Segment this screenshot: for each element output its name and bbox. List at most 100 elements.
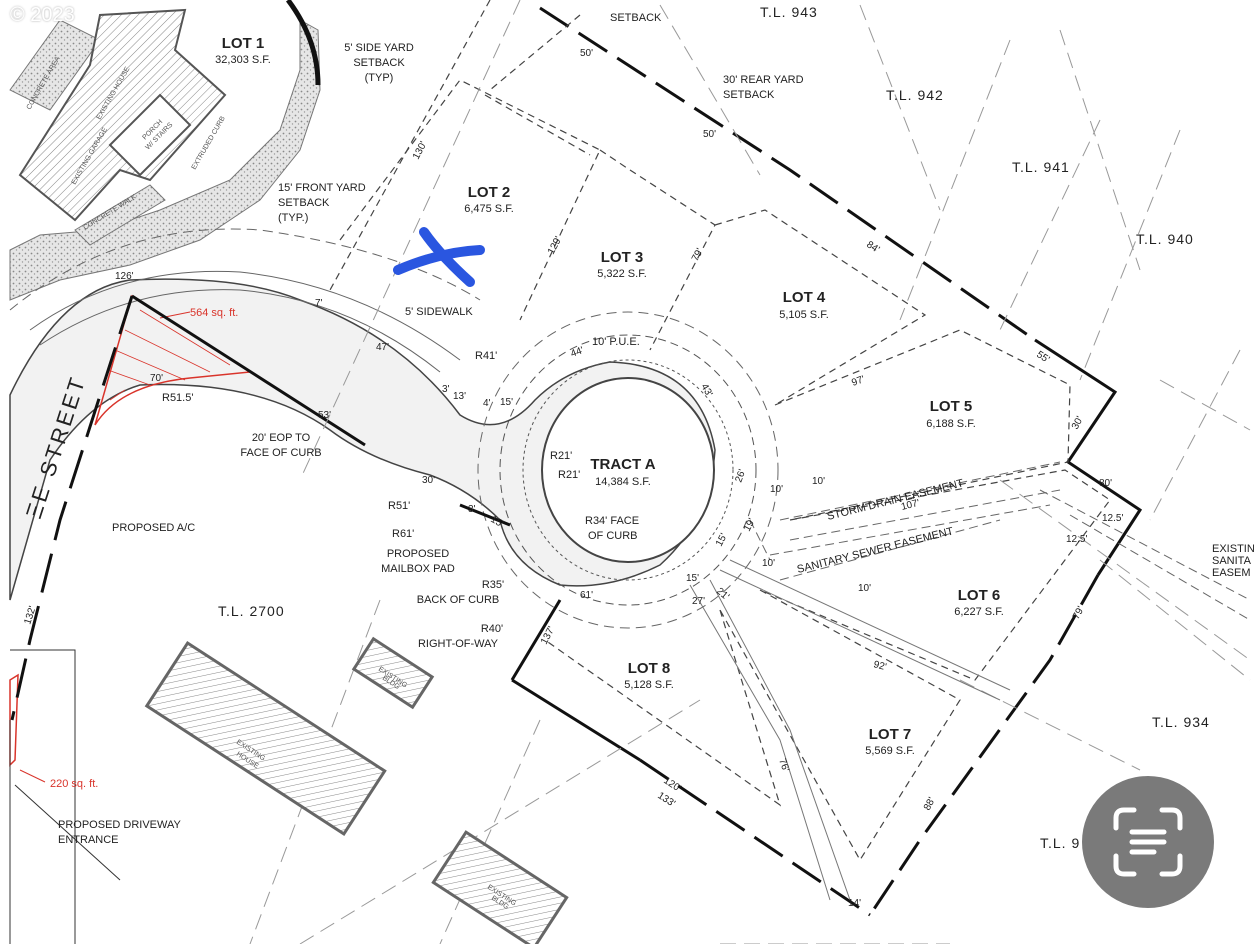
lot1-label: LOT 1 xyxy=(222,35,265,52)
existing-san-l1: EXISTIN xyxy=(1212,543,1255,555)
side-setback-l3: (TYP) xyxy=(365,72,394,84)
proposed-ac-line xyxy=(10,649,76,944)
mailbox-l1: PROPOSED xyxy=(387,548,449,560)
dim-31: 44' xyxy=(569,345,585,360)
dim-3: 129' xyxy=(546,235,564,257)
dim-6: 55' xyxy=(1034,349,1051,365)
lot8-area: 5,128 S.F. xyxy=(624,679,674,691)
existing-bldg-2 xyxy=(431,830,569,944)
lot4-label: LOT 4 xyxy=(783,289,826,306)
eop-l2: FACE OF CURB xyxy=(240,447,321,459)
property-boundary-left xyxy=(131,294,366,447)
side-setback-l2: SETBACK xyxy=(353,57,405,69)
lot5-area: 6,188 S.F. xyxy=(926,418,976,430)
dim-8: 30' xyxy=(1070,415,1086,432)
scan-text-button[interactable] xyxy=(1082,776,1214,908)
scan-text-icon xyxy=(1113,807,1183,877)
tract-a-label: TRACT A xyxy=(590,456,655,473)
dim-15: 88' xyxy=(922,796,938,813)
lot-lines xyxy=(329,0,1111,862)
dim-40: 70' xyxy=(150,373,163,384)
radius-r51: R51' xyxy=(388,500,410,512)
lot1-area: 32,303 S.F. xyxy=(215,54,271,66)
lot2-area: 6,475 S.F. xyxy=(464,203,514,215)
sanitary-easement-label: SANITARY SEWER EASEMENT xyxy=(796,525,955,576)
dim-35: 3' xyxy=(442,384,450,395)
extruded-curb-area xyxy=(9,19,321,301)
dim-9: 80' xyxy=(1099,478,1112,489)
back-curb-l1: R35' xyxy=(482,579,504,591)
existing-buildings xyxy=(144,636,569,944)
front-setback-line xyxy=(9,228,481,311)
existing-san-l3: EASEM xyxy=(1212,567,1251,579)
dim-2: 130' xyxy=(411,140,429,162)
driveway-l1: PROPOSED DRIVEWAY xyxy=(58,819,182,831)
porch xyxy=(108,93,192,177)
dim-7: 97' xyxy=(850,374,866,389)
property-boundary-southeast xyxy=(868,574,1100,916)
row-l2: RIGHT-OF-WAY xyxy=(418,638,499,650)
dim-23: 15' xyxy=(686,573,699,584)
dim-26: 26' xyxy=(733,468,748,484)
row-ring xyxy=(477,311,779,629)
dim-0: 50' xyxy=(580,48,593,59)
back-curb-l2: BACK OF CURB xyxy=(417,594,500,606)
storm-easement-label: STORM DRAIN EASEMENT xyxy=(826,477,965,523)
red-leader-2 xyxy=(19,769,46,783)
tax-lot-9: T.L. 9 xyxy=(1040,835,1080,851)
dim-32: 43' xyxy=(698,382,714,399)
dim-10: 107' xyxy=(900,498,921,513)
lot7-area: 5,569 S.F. xyxy=(865,745,915,757)
property-boundary-south xyxy=(510,599,562,681)
dim-36: 13' xyxy=(453,391,466,402)
property-boundary-south-3 xyxy=(639,758,871,917)
lot3-label: LOT 3 xyxy=(601,249,644,266)
dim-12: 12.5' xyxy=(1066,534,1087,545)
driveway-pointer xyxy=(14,784,121,881)
driveway-l2: ENTRANCE xyxy=(58,834,119,846)
existing-bldg-1 xyxy=(351,636,435,710)
dim-33: 47' xyxy=(376,342,389,353)
face-curb-l1: R34' FACE xyxy=(585,515,639,527)
copyright-watermark: © 2023 xyxy=(10,4,75,26)
concrete-walk xyxy=(74,184,166,246)
red-area-564: 564 sq. ft. xyxy=(190,307,238,319)
sidewalk-line xyxy=(29,270,461,361)
dim-29: 10' xyxy=(762,558,775,569)
dim-22: 21' xyxy=(714,586,731,603)
red-area-220: 220 sq. ft. xyxy=(50,778,98,790)
mailbox-l2: MAILBOX PAD xyxy=(381,563,455,575)
front-setback-l2: SETBACK xyxy=(278,197,330,209)
radius-r51-5: R51.5' xyxy=(162,392,193,404)
existing-house-1 xyxy=(18,8,227,222)
lot1-thick-boundary xyxy=(285,0,321,86)
lot8-label: LOT 8 xyxy=(628,660,671,677)
dim-20: 61' xyxy=(580,590,593,601)
dim-45: 132' xyxy=(22,605,38,626)
tax-lot-940: T.L. 940 xyxy=(1136,231,1194,247)
rear-setback-l1: 30' REAR YARD xyxy=(723,74,804,86)
dim-1: 50' xyxy=(703,129,716,140)
easement-lines xyxy=(749,461,1251,621)
rear-setback-l2: SETBACK xyxy=(723,89,775,101)
dim-39: 53' xyxy=(318,410,331,421)
sidewalk-label: 5' SIDEWALK xyxy=(405,306,473,318)
property-boundary-street xyxy=(10,295,134,721)
dim-38: 15' xyxy=(500,397,513,408)
radius-r41: R41' xyxy=(475,350,497,362)
front-setback-l1: 15' FRONT YARD xyxy=(278,182,366,194)
lot6-label: LOT 6 xyxy=(958,587,1001,604)
tax-lot-942: T.L. 942 xyxy=(886,87,944,103)
lot2-label: LOT 2 xyxy=(468,184,511,201)
tax-lot-2700: T.L. 2700 xyxy=(218,603,285,619)
dim-16: 14' xyxy=(848,898,861,909)
row-l1: R40' xyxy=(481,623,503,635)
lot7-label: LOT 7 xyxy=(869,726,912,743)
dim-25: 19' xyxy=(742,517,758,534)
dim-28: 10' xyxy=(812,476,825,487)
red-hatch-lines xyxy=(107,309,231,401)
tax-lot-943: T.L. 943 xyxy=(760,4,818,20)
eop-l1: 20' EOP TO xyxy=(252,432,311,444)
red-small-area xyxy=(9,673,19,767)
